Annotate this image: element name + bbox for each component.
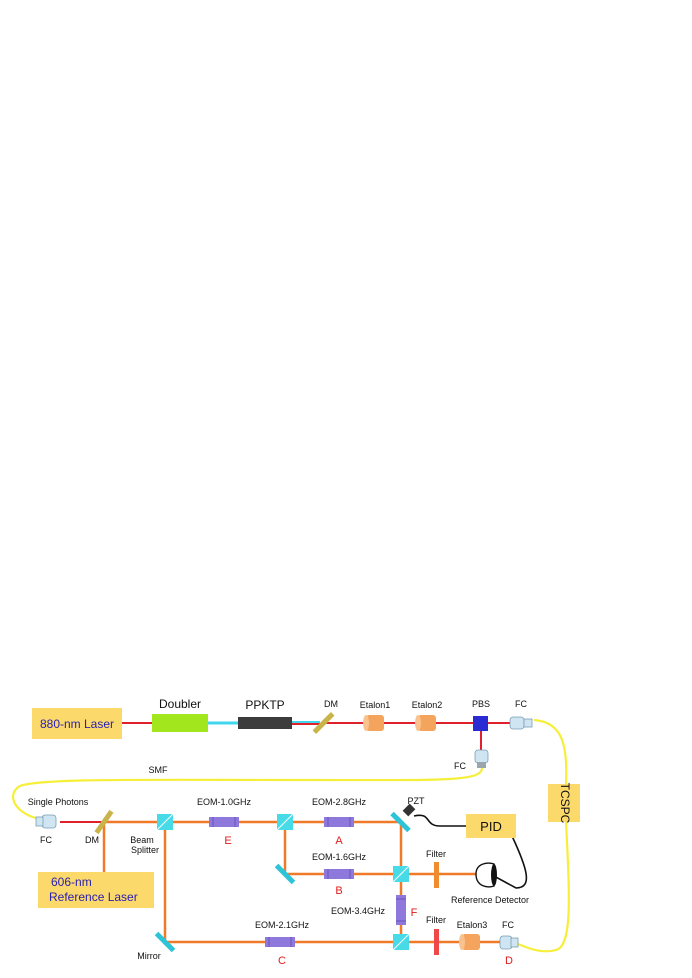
- laser-880-label: 880-nm Laser: [40, 717, 114, 731]
- smf-label: SMF: [149, 765, 169, 775]
- fc-pbs-label: FC: [454, 761, 466, 771]
- beam-splitter-3: [392, 865, 410, 883]
- eom-2-1ghz-label: EOM-2.1GHz: [255, 920, 310, 930]
- tcspc-box: TCSPC: [548, 783, 580, 824]
- etalon2: [415, 715, 436, 731]
- reference-laser-box: 606-nm Reference Laser: [38, 872, 154, 908]
- tcspc-label: TCSPC: [558, 783, 572, 824]
- eom-3-4ghz: [396, 895, 406, 925]
- marker-f: F: [411, 907, 418, 919]
- etalon1-label: Etalon1: [360, 700, 391, 710]
- dm-top-mirror: [312, 712, 335, 734]
- pbs-cube: [473, 716, 488, 731]
- mirror-bottom-left: [154, 931, 176, 953]
- pbs-label: PBS: [472, 699, 490, 709]
- mirror-label: Mirror: [137, 951, 161, 961]
- single-photons-label: Single Photons: [28, 797, 89, 807]
- reference-detector-label: Reference Detector: [451, 895, 529, 905]
- beam-splitter-4: [392, 933, 410, 951]
- reference-laser-label-1: 606-nm: [51, 875, 92, 889]
- fc-bottom-label: FC: [502, 920, 514, 930]
- smf-fiber: [12, 767, 484, 820]
- reference-laser-label-2: Reference Laser: [49, 890, 138, 904]
- eom-1-0ghz-label: EOM-1.0GHz: [197, 797, 252, 807]
- eom-2-1ghz: [265, 937, 295, 947]
- eom-1-6ghz: [324, 869, 354, 879]
- pid-box: PID: [466, 814, 516, 838]
- beam-splitter-1: [156, 813, 174, 831]
- eom-2-8ghz: [324, 817, 354, 827]
- eom-1-6ghz-label: EOM-1.6GHz: [312, 852, 367, 862]
- fc-left-coupler: [35, 814, 57, 829]
- dm-top-label: DM: [324, 699, 338, 709]
- reference-detector: [475, 862, 497, 888]
- beam-splitter-label-2: Splitter: [131, 845, 159, 855]
- marker-c: C: [278, 955, 286, 967]
- filter-bottom: [434, 929, 439, 955]
- beam-splitter-label-1: Beam: [130, 835, 154, 845]
- eom-1-0ghz: [209, 817, 239, 827]
- beam-splitter-2: [276, 813, 294, 831]
- filter-top: [434, 862, 439, 888]
- filter-top-label: Filter: [426, 849, 446, 859]
- pzt-cable: [413, 814, 466, 827]
- ppktp-crystal: [238, 717, 292, 729]
- fc-left-label: FC: [40, 835, 52, 845]
- marker-b: B: [335, 885, 342, 897]
- pid-label: PID: [480, 819, 502, 834]
- fc-top-label: FC: [515, 699, 527, 709]
- detector-cable: [493, 835, 528, 889]
- marker-d: D: [505, 955, 513, 967]
- fc-top-coupler: [509, 716, 533, 730]
- filter-bottom-label: Filter: [426, 915, 446, 925]
- pzt-label: PZT: [408, 796, 426, 806]
- laser-880-box: 880-nm Laser: [32, 708, 122, 739]
- dm-left-label: DM: [85, 835, 99, 845]
- fiber-fc-to-tcspc: [533, 718, 568, 785]
- fc-pbs-coupler: [474, 749, 489, 768]
- doubler-crystal: [152, 714, 208, 732]
- etalon1: [363, 715, 384, 731]
- marker-e: E: [224, 835, 231, 847]
- fc-bottom-coupler: [499, 935, 519, 950]
- ppktp-label: PPKTP: [245, 698, 284, 712]
- mirror-b-path: [274, 863, 296, 885]
- fiber-tcspc-to-fc: [517, 821, 570, 953]
- doubler-label: Doubler: [159, 697, 201, 711]
- etalon2-label: Etalon2: [412, 700, 443, 710]
- eom-2-8ghz-label: EOM-2.8GHz: [312, 797, 367, 807]
- marker-a: A: [335, 835, 343, 847]
- dm-left-mirror: [94, 809, 114, 835]
- etalon3: [459, 934, 480, 950]
- pzt-mirror: [390, 803, 416, 833]
- etalon3-label: Etalon3: [457, 920, 488, 930]
- eom-3-4ghz-label: EOM-3.4GHz: [331, 906, 386, 916]
